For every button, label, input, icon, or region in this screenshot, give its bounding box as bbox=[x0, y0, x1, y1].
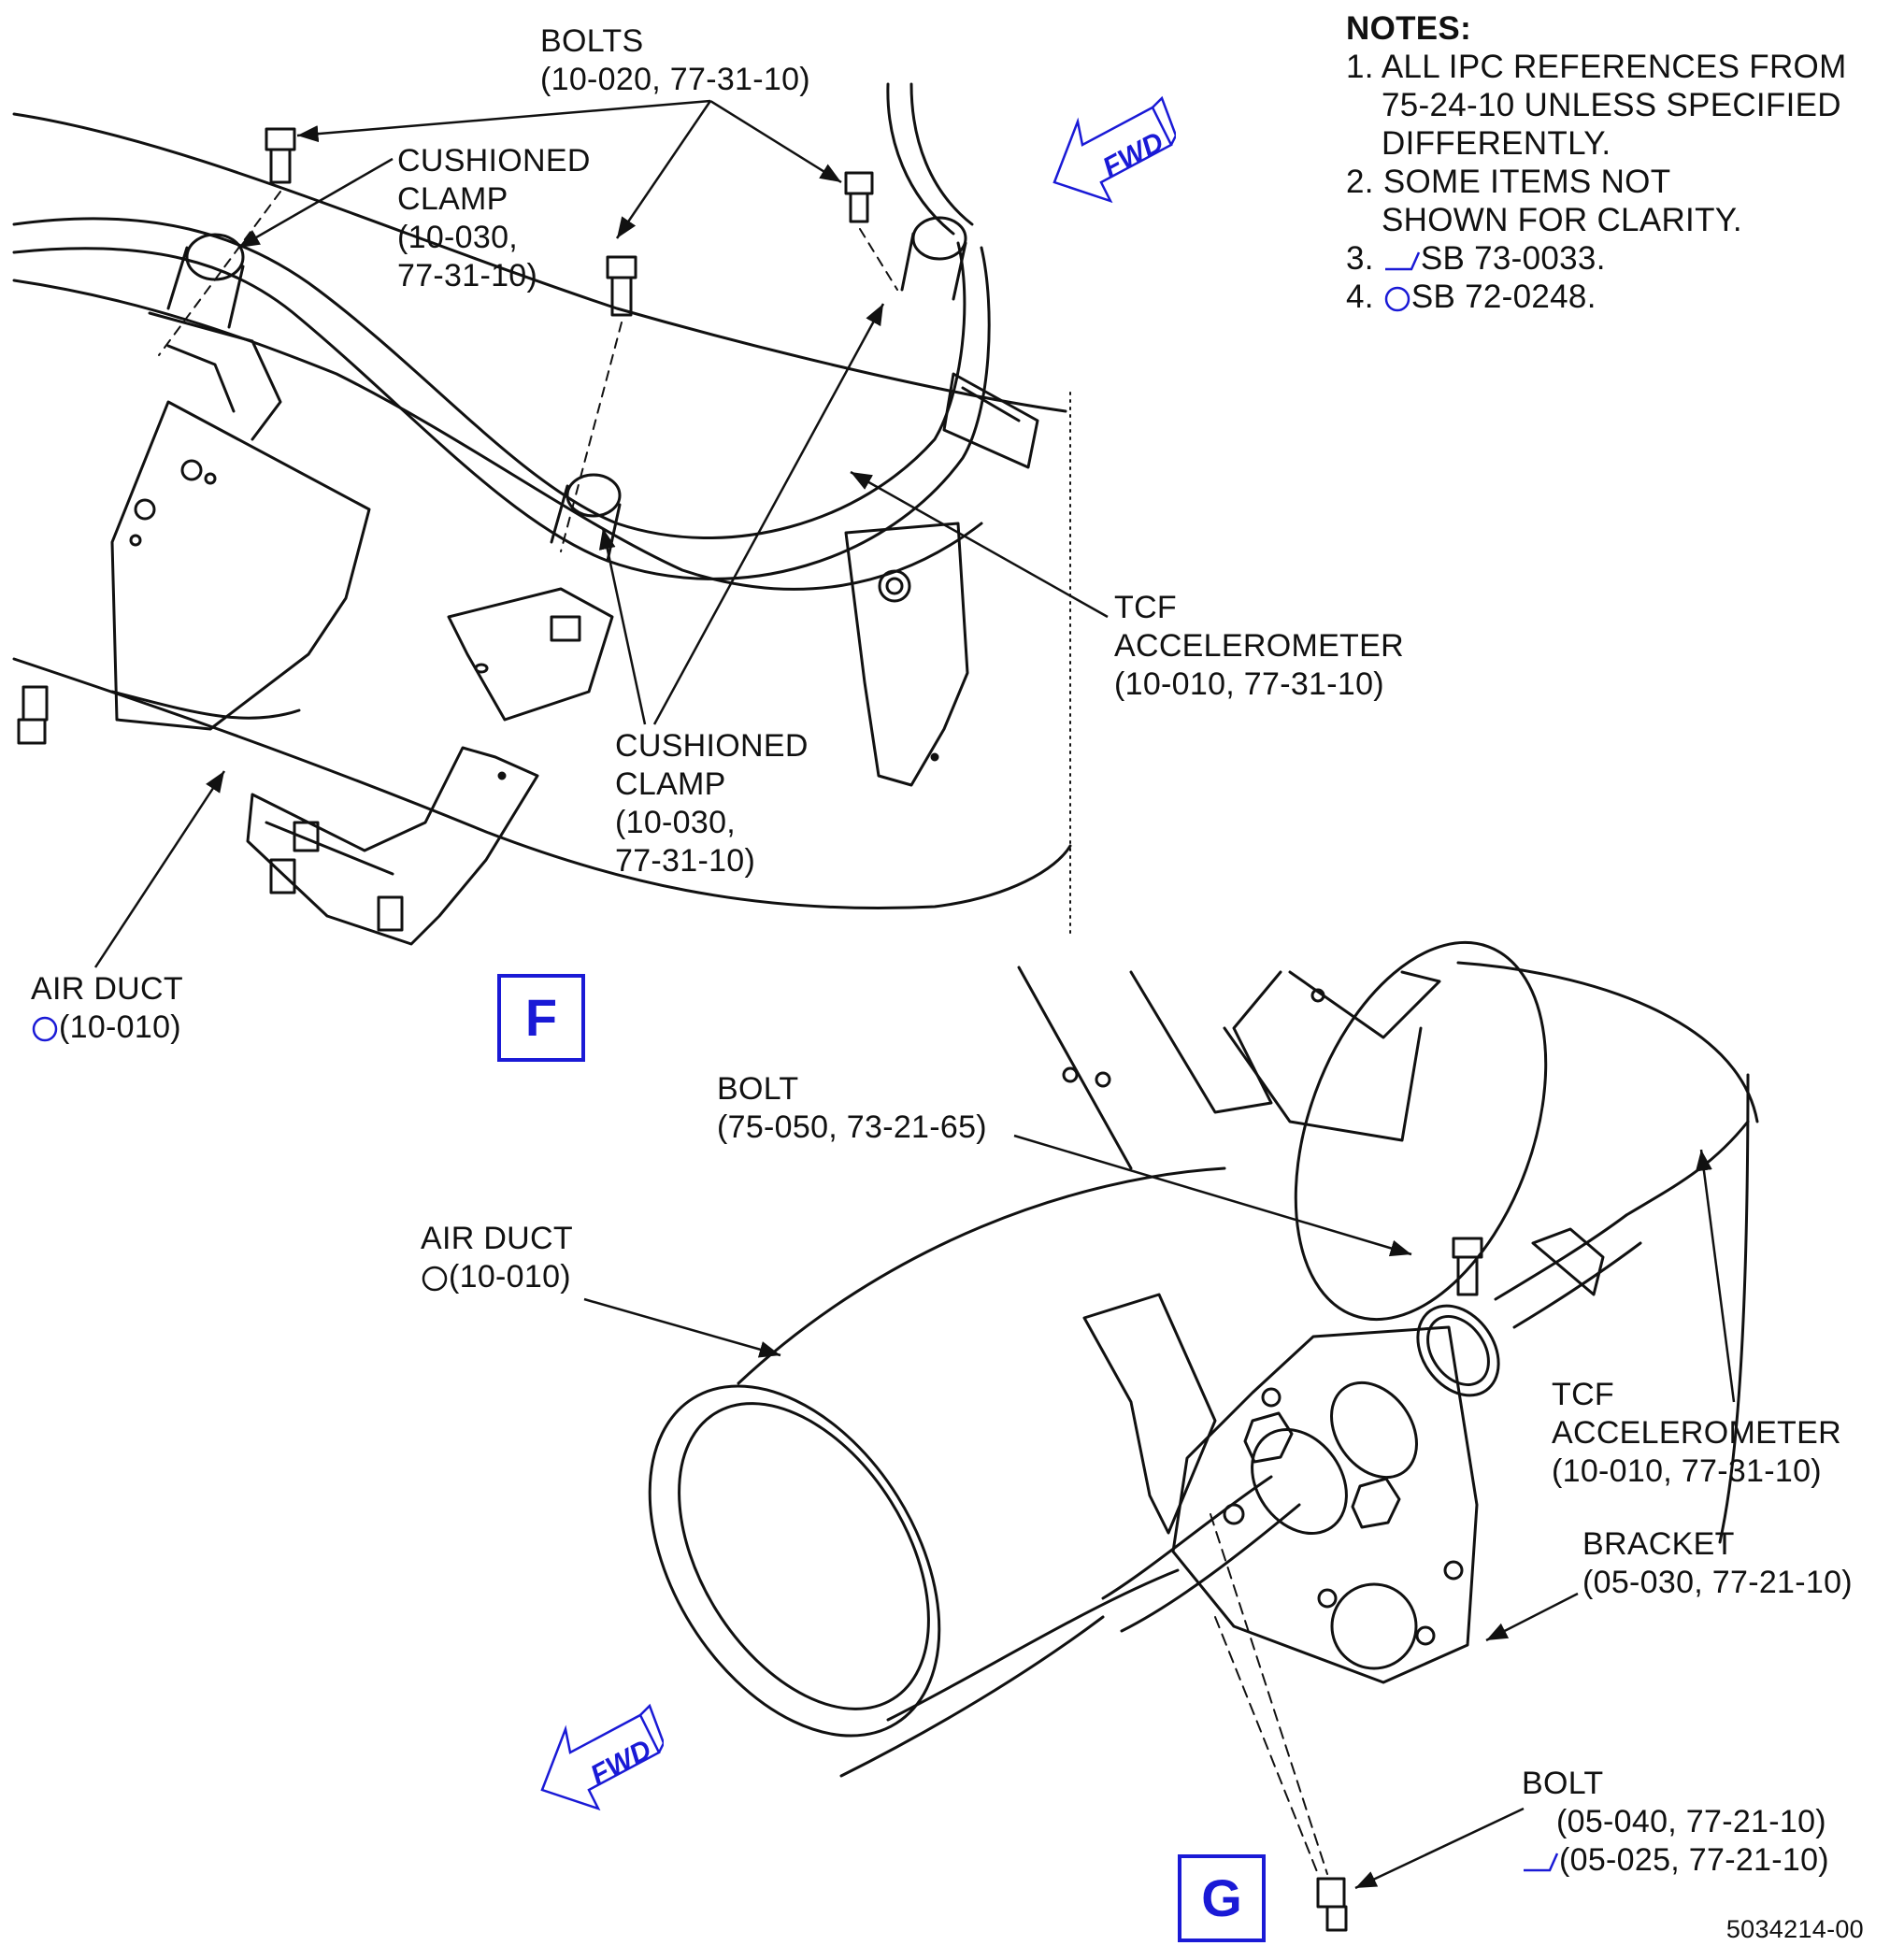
note-4: 4. SB 72-0248. bbox=[1346, 278, 1847, 316]
callout-title: TCF bbox=[1552, 1377, 1614, 1412]
note-1-cont-2: DIFFERENTLY. bbox=[1382, 125, 1611, 162]
callout-title: BRACKET bbox=[1582, 1526, 1735, 1562]
callout-ref: (10-010) bbox=[449, 1259, 571, 1295]
callout-tcf-accelerometer-g: TCF ACCELEROMETER (10-010, 77-31-10) bbox=[1552, 1376, 1841, 1491]
forward-direction-arrow-g: FWD bbox=[540, 1703, 664, 1811]
callout-cushioned-clamp-top: CUSHIONED CLAMP (10-030, 77-31-10) bbox=[397, 142, 591, 295]
callout-title: AIR DUCT bbox=[31, 971, 183, 1007]
callout-ref: (05-030, 77-21-10) bbox=[1582, 1565, 1853, 1600]
callout-title: CUSHIONED bbox=[615, 728, 809, 764]
service-bulletin-circle-icon bbox=[422, 1266, 448, 1292]
view-g-drawing bbox=[648, 940, 1759, 1932]
callout-ref: (10-030, bbox=[615, 805, 737, 840]
callout-ref: (10-010, 77-31-10) bbox=[1114, 666, 1384, 702]
view-label-f: F bbox=[497, 974, 585, 1062]
callout-ref-row: (05-025, 77-21-10) bbox=[1522, 1841, 1829, 1880]
note-1: 1. ALL IPC REFERENCES FROM bbox=[1346, 48, 1847, 86]
callout-ref-row: (10-010) bbox=[421, 1258, 573, 1296]
callout-title: CUSHIONED bbox=[397, 143, 591, 179]
callout-ref: (10-020, 77-31-10) bbox=[540, 62, 810, 97]
service-bulletin-circle-icon bbox=[32, 1016, 58, 1042]
callout-air-duct-g: AIR DUCT (10-010) bbox=[421, 1220, 573, 1296]
callout-bolts-f: BOLTS (10-020, 77-31-10) bbox=[540, 22, 810, 99]
callout-title: BOLTS bbox=[540, 23, 644, 59]
callout-ref: (10-030, bbox=[397, 220, 519, 255]
callout-tcf-accelerometer-f: TCF ACCELEROMETER (10-010, 77-31-10) bbox=[1114, 589, 1404, 704]
note-3: 3. SB 73-0033. bbox=[1346, 239, 1847, 278]
note-number: 3. bbox=[1346, 240, 1374, 277]
note-number: 2. bbox=[1346, 164, 1374, 200]
service-bulletin-flag-icon bbox=[1524, 1853, 1559, 1872]
callout-title: AIR DUCT bbox=[421, 1221, 573, 1256]
callout-air-duct-f: AIR DUCT (10-010) bbox=[31, 970, 183, 1047]
callout-ref: (10-010) bbox=[59, 1009, 181, 1045]
callout-ref: (75-050, 73-21-65) bbox=[717, 1109, 987, 1145]
callout-title: CLAMP bbox=[615, 766, 726, 802]
callout-title: ACCELEROMETER bbox=[1114, 628, 1404, 664]
callout-title: TCF bbox=[1114, 590, 1177, 625]
note-number: 1. bbox=[1346, 49, 1374, 85]
callout-title: BOLT bbox=[717, 1071, 799, 1107]
forward-direction-arrow-f: FWD bbox=[1052, 95, 1176, 204]
callout-cushioned-clamp-bottom: CUSHIONED CLAMP (10-030, 77-31-10) bbox=[615, 727, 809, 880]
callout-ref: 77-31-10) bbox=[397, 258, 538, 293]
figure-number: 5034214-00 bbox=[1725, 1915, 1864, 1943]
note-1-cont-1: 75-24-10 UNLESS SPECIFIED bbox=[1382, 87, 1841, 123]
note-text: SB 72-0248. bbox=[1410, 279, 1596, 315]
service-bulletin-flag-icon bbox=[1384, 251, 1420, 270]
leader-lines bbox=[93, 99, 1736, 1890]
callout-ref: 77-31-10) bbox=[615, 843, 756, 879]
callout-bolt-bottom-g: BOLT (05-040, 77-21-10) (05-025, 77-21-1… bbox=[1522, 1765, 1829, 1880]
notes-title: NOTES: bbox=[1346, 10, 1472, 47]
callout-ref: (10-010, 77-31-10) bbox=[1552, 1453, 1822, 1489]
note-text: SOME ITEMS NOT bbox=[1382, 164, 1671, 200]
callout-title: ACCELEROMETER bbox=[1552, 1415, 1841, 1451]
note-text: ALL IPC REFERENCES FROM bbox=[1381, 49, 1847, 85]
note-2-cont-1: SHOWN FOR CLARITY. bbox=[1382, 202, 1742, 238]
note-text: SB 73-0033. bbox=[1420, 240, 1606, 277]
note-number: 4. bbox=[1346, 279, 1374, 315]
callout-ref: (05-040, 77-21-10) bbox=[1556, 1804, 1826, 1839]
view-f-drawing bbox=[12, 82, 1072, 946]
callout-ref-row: (10-010) bbox=[31, 1009, 183, 1047]
callout-title: BOLT bbox=[1522, 1766, 1604, 1801]
callout-title: CLAMP bbox=[397, 181, 508, 217]
callout-ref: (05-025, 77-21-10) bbox=[1559, 1842, 1829, 1878]
note-2: 2. SOME ITEMS NOT bbox=[1346, 163, 1847, 201]
callout-bracket-g: BRACKET (05-030, 77-21-10) bbox=[1582, 1525, 1853, 1602]
view-label-g: G bbox=[1178, 1854, 1266, 1942]
callout-bolt-top-g: BOLT (75-050, 73-21-65) bbox=[717, 1070, 987, 1147]
service-bulletin-circle-icon bbox=[1384, 286, 1410, 311]
notes-block: NOTES: 1. ALL IPC REFERENCES FROM 75-24-… bbox=[1346, 9, 1847, 316]
